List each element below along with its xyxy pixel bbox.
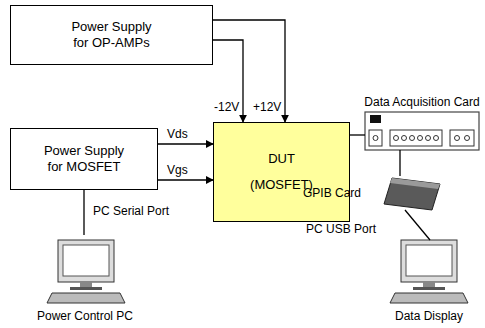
port-pin	[394, 136, 399, 141]
card-port	[390, 130, 442, 146]
connector	[158, 143, 213, 144]
card-port	[450, 130, 474, 146]
power-supply-box: Power Supply for OP-AMPs	[10, 5, 213, 65]
keyboard	[390, 293, 468, 303]
monitor-base	[413, 287, 445, 290]
node-label: Power Supply for OP-AMPs	[66, 19, 158, 51]
port-pin	[434, 136, 439, 141]
device-under-test: DUT(MOSFET)	[213, 122, 350, 222]
connector	[158, 179, 213, 180]
daq-card-node: Data Acquisition Card	[362, 93, 482, 153]
node-label: Data Acquisition Card	[364, 95, 479, 109]
power-control-pc-figure	[47, 240, 125, 303]
port-pin	[455, 136, 460, 141]
monitor-base	[70, 287, 102, 290]
pc-node: Power Control PC	[10, 235, 160, 325]
signal-label: PC USB Port	[305, 222, 377, 236]
data-acquisition-card-figure	[365, 112, 479, 150]
screen	[406, 245, 452, 276]
port-pin	[426, 136, 431, 141]
signal-label: +12V	[252, 100, 282, 114]
node-label: Data Display	[395, 309, 463, 323]
signal-label: Vgs	[166, 163, 189, 177]
port-pin	[410, 136, 415, 141]
screen	[63, 245, 109, 276]
gpib-card-body	[384, 178, 440, 210]
pc-node: Data Display	[375, 235, 483, 325]
port-pin	[373, 136, 378, 141]
card-indicator	[370, 115, 381, 123]
card-port	[369, 130, 382, 146]
port-pin	[402, 136, 407, 141]
signal-label: -12V	[213, 100, 240, 114]
node-label: Power Control PC	[37, 309, 133, 323]
connector	[213, 20, 285, 122]
monitor-stand	[423, 282, 435, 287]
monitor	[58, 240, 114, 282]
connector	[83, 190, 84, 235]
gpib-card-node: GPIB Card	[300, 172, 445, 214]
node-label: DUT	[268, 151, 295, 167]
node-label: Power Supply for MOSFET	[38, 143, 130, 175]
port-pin	[418, 136, 423, 141]
signal-label: Vds	[166, 127, 189, 141]
power-supply-box: Power Supply for MOSFET	[10, 128, 158, 190]
data-display-pc-figure	[390, 240, 468, 303]
port-pin	[465, 136, 470, 141]
connector	[213, 40, 243, 122]
gpib-card-edge	[390, 178, 440, 189]
keyboard	[47, 293, 125, 303]
node-label: GPIB Card	[303, 186, 361, 200]
signal-label: PC Serial Port	[92, 204, 170, 218]
connector	[405, 210, 430, 240]
monitor	[401, 240, 457, 282]
monitor-stand	[80, 282, 92, 287]
connector	[350, 134, 365, 135]
gpib-card-figure	[384, 178, 440, 210]
connector	[399, 150, 400, 176]
card-body	[365, 112, 479, 150]
